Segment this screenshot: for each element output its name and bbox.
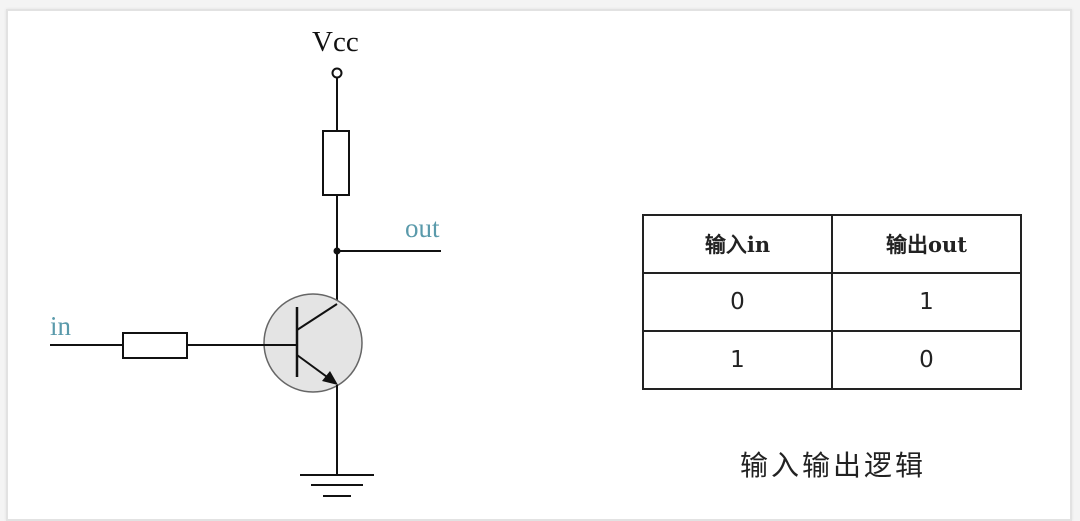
cell-input: 1 [642,330,833,390]
npn-transistor-icon [263,293,363,393]
ground-icon [300,474,374,497]
cell-input: 0 [642,272,833,332]
output-label: out [405,213,440,243]
collector-resistor-icon [322,130,350,196]
vcc-terminal-icon [331,67,343,79]
base-resistor-icon [122,332,188,359]
transistor-collector-lead [296,303,338,331]
vcc-label: Vcc [312,26,359,58]
emitter-arrow-icon [322,371,338,385]
table-caption: 输入输出逻辑 [740,449,927,482]
input-label: in [50,311,72,341]
cell-output: 1 [831,272,1022,332]
cell-output: 0 [831,330,1022,390]
table-row: 1 0 [642,330,1022,390]
truth-table: 输入in 输出out 0 1 1 0 [642,214,1022,390]
table-row: 0 1 [642,272,1022,332]
truth-table-header-row: 输入in 输出out [642,214,1022,274]
header-input: 输入in [642,214,833,274]
header-output: 输出out [831,214,1022,274]
